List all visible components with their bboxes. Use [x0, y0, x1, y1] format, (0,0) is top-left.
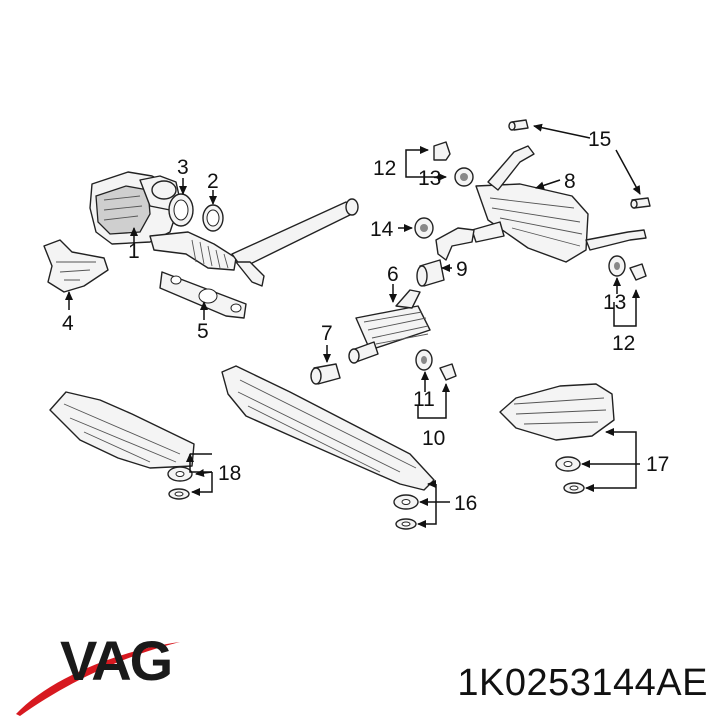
pipe-clamp-part	[310, 363, 341, 385]
rubber-mount-14-part	[414, 217, 434, 239]
rubber-mount-right-part	[608, 255, 647, 281]
rear-silencer-part	[435, 145, 647, 263]
callout-10: 10	[422, 427, 445, 450]
callout-13-right: 13	[603, 291, 626, 314]
middle-silencer-part	[348, 289, 431, 364]
leader-lines	[65, 123, 641, 528]
callout-9: 9	[456, 258, 468, 281]
callout-14: 14	[370, 218, 394, 241]
shield-washer-parts	[167, 456, 585, 530]
vag-logo: VAG	[16, 629, 180, 716]
callout-15: 15	[588, 128, 611, 151]
callout-18: 18	[218, 462, 241, 485]
front-pipe-part	[149, 198, 359, 287]
callout-12-right: 12	[612, 332, 635, 355]
rubber-mount-10-part	[415, 349, 457, 381]
callout-8: 8	[564, 170, 576, 193]
connector-clamp-part	[416, 259, 445, 287]
flange-gasket-part	[159, 271, 247, 319]
callout-2: 2	[207, 170, 219, 193]
callout-3: 3	[177, 156, 189, 179]
hanger-bracket-part	[433, 141, 451, 161]
callout-numbers: 1 2 3 4 5 6 7 8 9 10 11 12 12 13 13 14 1…	[62, 128, 669, 515]
heat-shield-center-part	[221, 365, 435, 491]
callout-11: 11	[413, 388, 435, 411]
callout-4: 4	[62, 312, 74, 335]
callout-17: 17	[646, 453, 669, 476]
heat-shield-small-part	[43, 239, 109, 293]
tail-pipe-part	[508, 119, 651, 209]
clamp-part	[168, 193, 194, 227]
callout-5: 5	[197, 320, 209, 343]
callout-16: 16	[454, 492, 477, 515]
callout-1: 1	[128, 240, 140, 263]
catalytic-converter-part	[89, 171, 181, 245]
heat-shield-right-part	[499, 383, 615, 441]
heat-shield-left-part	[49, 391, 195, 469]
callout-12-top: 12	[373, 157, 396, 180]
callout-6: 6	[387, 263, 399, 286]
gasket-ring-part	[202, 204, 224, 232]
callout-13-top: 13	[418, 167, 441, 190]
callout-7: 7	[321, 322, 333, 345]
part-number: 1K0253144AE	[457, 662, 708, 704]
logo-text: VAG	[60, 629, 171, 692]
rubber-mount-part	[454, 167, 474, 187]
